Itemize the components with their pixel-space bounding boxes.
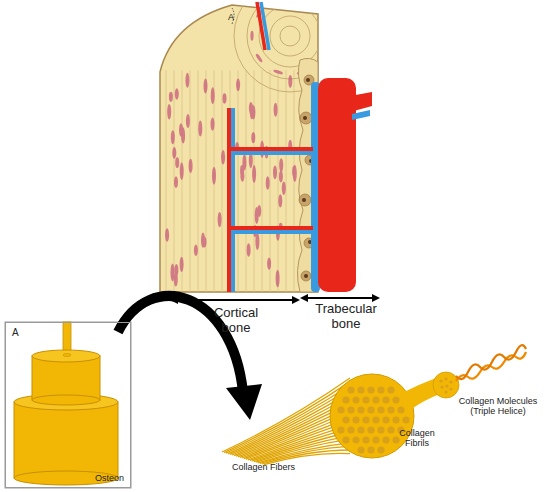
fibril-cross-section — [433, 372, 459, 398]
canal-vein — [231, 108, 235, 292]
perforating-vein — [231, 151, 313, 155]
inset-box: A Osteon — [5, 322, 131, 488]
artery-branch — [350, 92, 372, 112]
zoom-arrowhead — [226, 384, 262, 420]
fibril-dots — [337, 386, 409, 453]
region-label: Trabecular bone — [305, 302, 387, 332]
cortical-block — [160, 5, 318, 292]
osteon-drawing — [14, 322, 118, 485]
osteon-vein — [261, 2, 269, 50]
fiber-cross-section — [330, 374, 414, 458]
span-arrow — [302, 297, 378, 299]
perforating-artery — [231, 147, 313, 151]
region-label: Cortical bone — [200, 306, 272, 336]
perforating-artery — [231, 226, 313, 230]
structure-label: Collagen Fibrils — [393, 428, 441, 449]
perforating-vein — [231, 230, 313, 234]
inset-title: Osteon — [95, 473, 124, 483]
osteon-letter: A — [228, 12, 242, 22]
inset-letter: A — [12, 327, 19, 338]
canal-artery — [227, 108, 231, 292]
triple-helix — [456, 345, 526, 381]
structure-label: Collagen Fibers — [232, 462, 332, 472]
vein-branch — [352, 110, 370, 120]
inset-background — [5, 322, 131, 488]
structure-label: Collagen Molecules (Triple Helice) — [448, 396, 548, 417]
molecule-dots — [439, 377, 452, 393]
